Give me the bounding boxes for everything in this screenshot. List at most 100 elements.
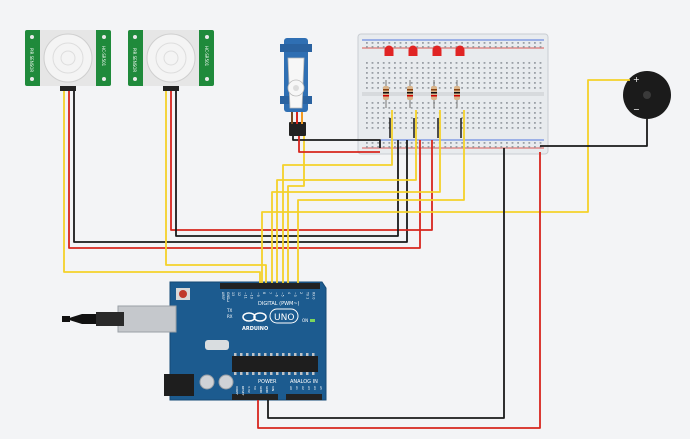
breadboard-hole: [371, 62, 374, 64]
breadboard-hole: [450, 127, 452, 129]
breadboard-hole: [494, 72, 497, 74]
breadboard-hole: [444, 107, 447, 109]
digital-label: DIGITAL (PWM~): [258, 301, 300, 307]
breadboard-hole: [483, 42, 486, 44]
breadboard-hole: [455, 122, 458, 124]
breadboard-hole: [539, 142, 542, 144]
servo-connector: [289, 122, 306, 136]
breadboard-hole: [472, 146, 475, 148]
breadboard-hole: [517, 142, 519, 144]
breadboard-hole: [478, 112, 480, 114]
breadboard-hole: [388, 62, 391, 64]
breadboard-hole: [494, 142, 497, 144]
breadboard-hole: [528, 42, 531, 44]
breadboard-hole: [522, 42, 525, 44]
breadboard-hole: [466, 62, 469, 64]
breadboard-hole: [478, 122, 480, 124]
breadboard-hole: [382, 42, 385, 44]
chip-pin: [270, 353, 273, 356]
breadboard-hole: [438, 107, 441, 109]
breadboard-hole: [444, 77, 447, 79]
breadboard-hole: [494, 122, 497, 124]
breadboard-hole: [539, 112, 542, 114]
breadboard-hole: [534, 112, 536, 114]
breadboard-hole: [500, 46, 503, 48]
breadboard-hole: [394, 42, 396, 44]
chip-pin: [258, 353, 261, 356]
breadboard-hole: [450, 102, 452, 104]
breadboard-hole: [371, 117, 374, 119]
breadboard-hole: [427, 77, 430, 79]
breadboard-hole: [522, 127, 525, 129]
breadboard-hole: [461, 87, 463, 89]
breadboard-hole: [489, 46, 491, 48]
breadboard-hole: [450, 67, 452, 69]
chip-pin: [246, 372, 249, 375]
breadboard-hole: [382, 142, 385, 144]
breadboard-hole: [405, 107, 407, 109]
breadboard-hole: [506, 62, 508, 64]
breadboard-hole: [489, 112, 491, 114]
analog-pin-label: A2: [301, 386, 305, 390]
analog-pin-label: A0: [289, 386, 293, 390]
chip-pin: [312, 372, 315, 375]
breadboard-hole: [517, 62, 519, 64]
breadboard-hole: [528, 87, 531, 89]
breadboard-hole: [399, 117, 402, 119]
breadboard-hole: [472, 67, 475, 69]
breadboard-hole: [371, 127, 374, 129]
breadboard-hole: [483, 82, 486, 84]
usb-cable-plug: [96, 312, 124, 326]
breadboard-hole: [517, 122, 519, 124]
breadboard-hole: [394, 46, 396, 48]
breadboard-hole: [534, 107, 536, 109]
on-label: ON: [302, 318, 308, 323]
breadboard-hole: [450, 46, 452, 48]
power-pin-label: RESET: [241, 386, 245, 396]
breadboard-hole: [444, 72, 447, 74]
breadboard-hole: [410, 42, 413, 44]
chip-pin: [288, 353, 291, 356]
breadboard-hole: [377, 107, 379, 109]
breadboard-hole: [500, 107, 503, 109]
breadboard-hole: [472, 142, 475, 144]
breadboard-hole: [511, 42, 514, 44]
digital-pin-label: ~3: [293, 292, 297, 297]
breadboard-hole: [410, 107, 413, 109]
chip-pin: [234, 353, 237, 356]
aref-label: AREF: [221, 292, 225, 300]
breadboard-hole: [483, 112, 486, 114]
breadboard-hole: [461, 117, 463, 119]
breadboard-hole: [466, 107, 469, 109]
arduino-logo: ARDUINO: [242, 312, 268, 332]
breadboard-hole: [489, 62, 491, 64]
breadboard-hole: [489, 107, 491, 109]
breadboard-hole: [494, 62, 497, 64]
wire-pir1-vcc: [68, 91, 421, 249]
breadboard-hole: [472, 127, 475, 129]
breadboard-hole: [366, 112, 368, 114]
chip-pin: [282, 353, 285, 356]
breadboard-hole: [455, 77, 458, 79]
analog-label: ANALOG IN: [290, 379, 318, 385]
breadboard-hole: [489, 102, 491, 104]
rx-label: RX: [227, 314, 233, 319]
breadboard-hole: [410, 122, 413, 124]
breadboard-hole: [450, 146, 452, 148]
breadboard-hole: [461, 82, 463, 84]
chip-pin: [258, 372, 261, 375]
breadboard-hole: [517, 42, 519, 44]
breadboard-hole: [494, 77, 497, 79]
chip-pin: [306, 353, 309, 356]
breadboard-hole: [539, 62, 542, 64]
power-jack: [164, 374, 194, 396]
power-pin-label: GND: [259, 386, 263, 394]
chip-pin: [234, 372, 237, 375]
breadboard-hole: [366, 127, 368, 129]
wire-gnd-main: [267, 148, 505, 419]
breadboard-hole: [388, 77, 391, 79]
breadboard-hole: [416, 112, 419, 114]
buzzer-plus-label: +: [633, 75, 640, 84]
breadboard-hole: [388, 146, 391, 148]
